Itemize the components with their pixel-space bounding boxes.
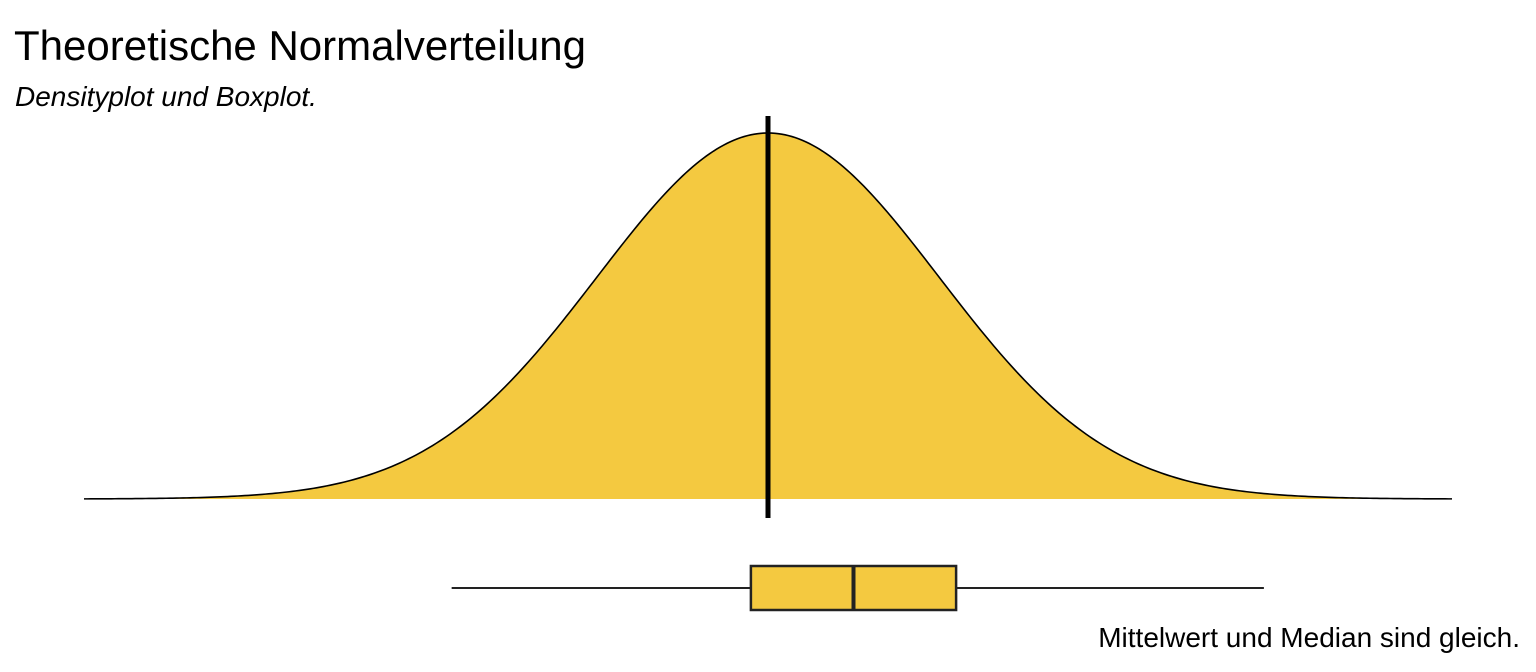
chart-title: Theoretische Normalverteilung [14,22,586,69]
boxplot [451,564,1264,612]
chart-subtitle: Densityplot und Boxplot. [15,81,317,112]
density-plot [83,116,1453,518]
chart-caption: Mittelwert und Median sind gleich. [1098,622,1520,653]
